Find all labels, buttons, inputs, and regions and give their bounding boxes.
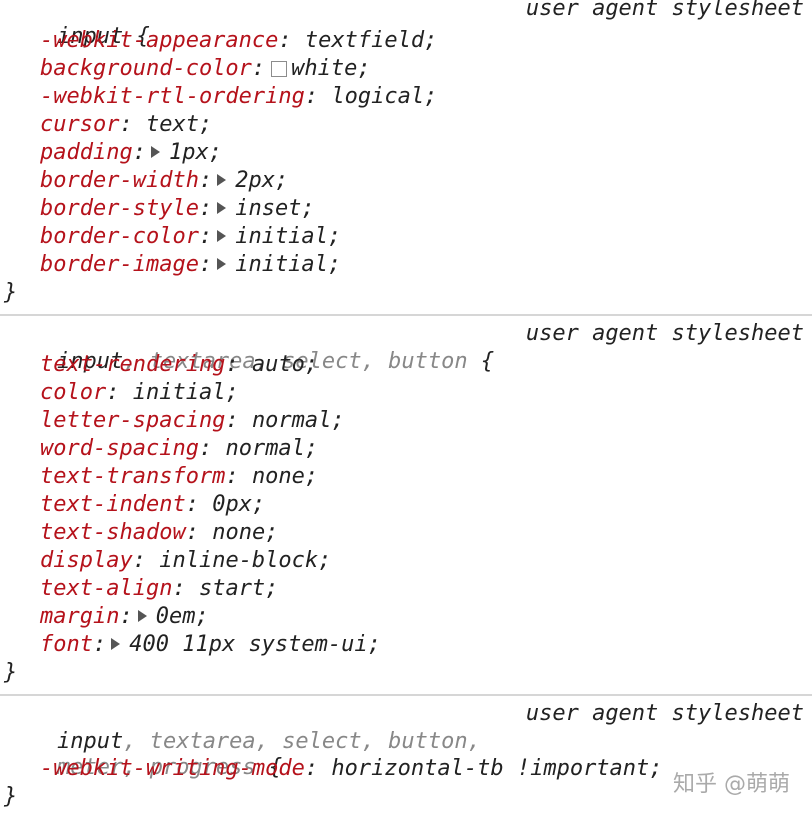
declaration[interactable]: letter-spacing: normal; (40, 408, 345, 433)
property-name[interactable]: font (40, 632, 93, 657)
property-name[interactable]: text-rendering (40, 352, 226, 377)
expand-triangle-icon[interactable] (217, 258, 227, 270)
property-name[interactable]: text-indent (40, 492, 186, 517)
open-brace: { (255, 755, 283, 780)
property-name[interactable]: text-align (40, 576, 173, 601)
property-value[interactable]: normal; (251, 408, 345, 433)
declaration[interactable]: border-width:2px; (40, 168, 289, 193)
property-value[interactable]: text; (145, 112, 213, 137)
declaration[interactable]: cursor: text; (40, 112, 213, 137)
property-name[interactable]: border-color (40, 224, 199, 249)
property-value[interactable]: 2px; (235, 168, 289, 193)
declaration[interactable]: display: inline-block; (40, 548, 332, 573)
expand-triangle-icon[interactable] (217, 230, 227, 242)
property-name[interactable]: border-width (40, 168, 199, 193)
watermark: 知乎 @萌萌 (673, 772, 790, 797)
rule-selector[interactable]: input, textarea, select, button { (4, 320, 494, 374)
declaration[interactable]: text-align: start; (40, 576, 279, 601)
property-value[interactable]: 0em; (155, 604, 209, 629)
property-name[interactable]: word-spacing (40, 436, 199, 461)
property-value[interactable]: textfield; (304, 28, 438, 53)
open-brace: { (467, 349, 495, 374)
property-value[interactable]: normal; (225, 436, 319, 461)
rule-origin: user agent stylesheet (525, 701, 804, 726)
rule-selector[interactable]: input, textarea, select, button, (4, 700, 481, 754)
selector-matched: input (56, 729, 124, 754)
close-brace: } (4, 660, 18, 685)
declaration[interactable]: border-color:initial; (40, 224, 342, 249)
property-value[interactable]: start; (198, 576, 279, 601)
property-value[interactable]: none; (212, 520, 279, 545)
declaration[interactable]: -webkit-appearance: textfield; (40, 28, 438, 53)
expand-triangle-icon[interactable] (217, 174, 227, 186)
property-name[interactable]: -webkit-rtl-ordering (40, 84, 305, 109)
property-name[interactable]: margin (40, 604, 120, 629)
property-value[interactable]: white; (291, 56, 371, 81)
rule-origin: user agent stylesheet (525, 0, 804, 21)
close-brace: } (4, 784, 18, 809)
property-value[interactable]: initial; (235, 224, 342, 249)
property-value[interactable]: horizontal-tb !important; (331, 756, 663, 781)
property-name[interactable]: border-image (40, 252, 199, 277)
declaration[interactable]: -webkit-writing-mode: horizontal-tb !imp… (40, 756, 663, 781)
property-value[interactable]: logical; (331, 84, 438, 109)
rule-origin: user agent stylesheet (525, 321, 804, 346)
style-rule-input-textarea-select-button: input, textarea, select, button { user a… (0, 316, 812, 696)
selector-unmatched: , textarea, select, button (123, 349, 468, 374)
style-rule-input-meter-progress: input, textarea, select, button, meter, … (0, 696, 812, 820)
property-name[interactable]: padding (40, 140, 133, 165)
expand-triangle-icon[interactable] (137, 610, 147, 622)
declaration[interactable]: border-style:inset; (40, 196, 315, 221)
property-name[interactable]: background-color (40, 56, 252, 81)
declaration[interactable]: word-spacing: normal; (40, 436, 319, 461)
property-name[interactable]: text-transform (40, 464, 226, 489)
expand-triangle-icon[interactable] (217, 202, 227, 214)
property-name[interactable]: display (40, 548, 133, 573)
declaration[interactable]: text-transform: none; (40, 464, 319, 489)
selector-unmatched: meter, progress (56, 755, 256, 780)
declaration[interactable]: font:400 11px system-ui; (40, 632, 381, 657)
property-name[interactable]: -webkit-appearance (40, 28, 279, 53)
declaration[interactable]: background-color:white; (40, 56, 371, 81)
property-name[interactable]: letter-spacing (40, 408, 226, 433)
rule-selector-continued[interactable]: meter, progress { (4, 726, 282, 780)
property-value[interactable]: initial; (132, 380, 239, 405)
declaration[interactable]: color: initial; (40, 380, 239, 405)
property-name[interactable]: color (40, 380, 107, 405)
property-name[interactable]: border-style (40, 196, 199, 221)
color-swatch[interactable] (271, 61, 288, 77)
selector-matched: input (56, 24, 124, 49)
property-value[interactable]: inset; (235, 196, 315, 221)
property-value[interactable]: 0px; (212, 492, 266, 517)
expand-triangle-icon[interactable] (111, 638, 121, 650)
expand-triangle-icon[interactable] (150, 146, 160, 158)
open-brace: { (123, 24, 150, 49)
rule-selector[interactable]: input { (4, 0, 150, 49)
property-value[interactable]: initial; (235, 252, 342, 277)
declaration[interactable]: text-indent: 0px; (40, 492, 266, 517)
property-value[interactable]: auto; (251, 352, 319, 377)
declaration[interactable]: padding:1px; (40, 140, 222, 165)
style-rule-input: input { user agent stylesheet -webkit-ap… (0, 0, 812, 316)
declaration[interactable]: margin:0em; (40, 604, 209, 629)
property-value[interactable]: 400 11px system-ui; (129, 632, 381, 657)
property-name[interactable]: -webkit-writing-mode (40, 756, 305, 781)
property-value[interactable]: none; (251, 464, 319, 489)
property-name[interactable]: cursor (40, 112, 120, 137)
property-value[interactable]: 1px; (168, 140, 222, 165)
declaration[interactable]: -webkit-rtl-ordering: logical; (40, 84, 438, 109)
declaration[interactable]: text-rendering: auto; (40, 352, 319, 377)
property-name[interactable]: text-shadow (40, 520, 186, 545)
selector-matched: input (56, 349, 124, 374)
selector-unmatched: , textarea, select, button, (123, 729, 481, 754)
close-brace: } (4, 280, 18, 305)
declaration[interactable]: text-shadow: none; (40, 520, 279, 545)
property-value[interactable]: inline-block; (159, 548, 332, 573)
declaration[interactable]: border-image:initial; (40, 252, 342, 277)
